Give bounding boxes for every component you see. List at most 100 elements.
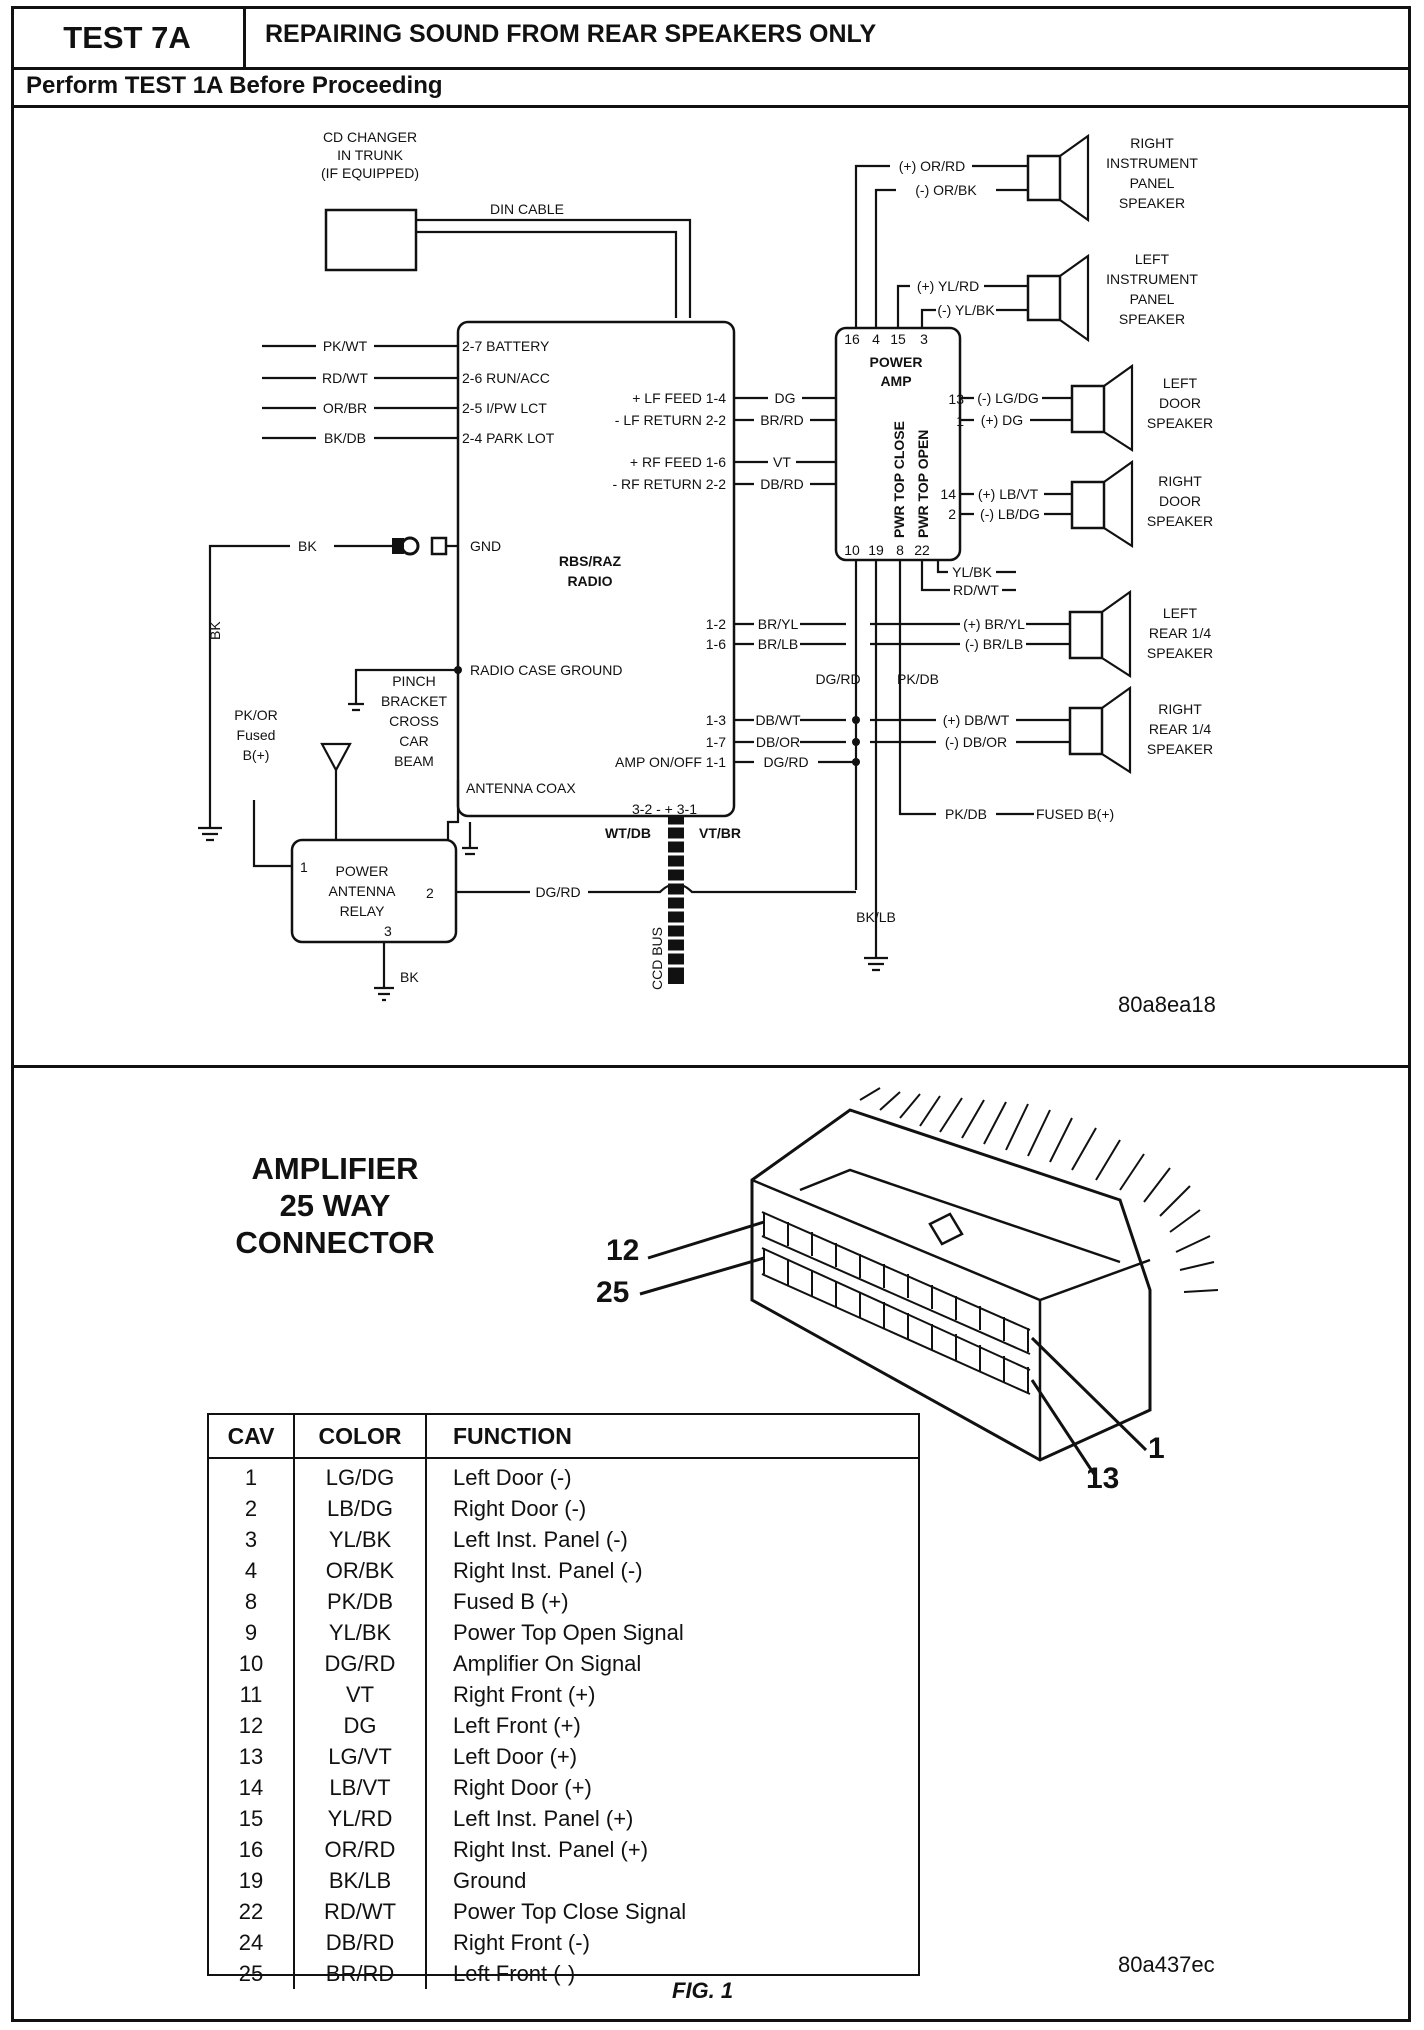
rear-wire-1: BR/LB: [758, 636, 798, 652]
col-cav: CAV: [209, 1415, 295, 1459]
wire-or-bk: (-) OR/BK: [915, 182, 977, 198]
cav-cell: 10: [209, 1648, 295, 1679]
right-rear-label-3: SPEAKER: [1147, 741, 1213, 757]
radio-name-2: RADIO: [567, 573, 612, 589]
table-header-row: CAV COLOR FUNCTION: [209, 1415, 918, 1459]
page-title: REPAIRING SOUND FROM REAR SPEAKERS ONLY: [265, 20, 877, 48]
connector-title: AMPLIFIER 25 WAY CONNECTOR: [205, 1150, 465, 1261]
left-rear-wire-0: (+) BR/YL: [963, 616, 1025, 632]
rear-wire-2: DB/WT: [755, 712, 801, 728]
left-ip-label-2: INSTRUMENT: [1106, 271, 1198, 287]
relay-label-2: ANTENNA: [329, 883, 397, 899]
rear-outputs: 1-2 BR/YL 1-6 BR/LB 1-3 DB/WT 1-7 DB/OR …: [615, 616, 1070, 770]
color-cell: LG/VT: [294, 1741, 427, 1772]
connector-title-1: AMPLIFIER: [251, 1151, 419, 1186]
function-cell: Right Inst. Panel (+): [453, 1837, 649, 1862]
cd-label-2: IN TRUNK: [337, 147, 404, 163]
left-door-wire-1: (+) DG: [981, 412, 1023, 428]
connector-code: 80a437ec: [1118, 1952, 1215, 1977]
amp-top-pin-1: 4: [872, 331, 880, 347]
function-cell: Right Inst. Panel (-): [453, 1558, 643, 1583]
cav-cell: 9: [209, 1617, 295, 1648]
input-pin-0: 2-7 BATTERY: [462, 338, 550, 354]
function-cell: Power Top Open Signal: [453, 1620, 684, 1645]
amp-bottom-pin-2: 8: [896, 542, 904, 558]
header-row: [11, 6, 1411, 70]
cav-cell: 25: [209, 1958, 295, 1989]
amp-bottom-pin-1: 19: [868, 542, 884, 558]
left-rear-wire-1: (-) BR/LB: [965, 636, 1023, 652]
subtitle-row: [11, 70, 1411, 108]
left-door-pin-1: 1: [956, 413, 964, 429]
color-cell: BK/LB: [294, 1865, 427, 1896]
cav-cell: 8: [209, 1586, 295, 1617]
wiring-diagram: CD CHANGER IN TRUNK (IF EQUIPPED) DIN CA…: [198, 129, 1213, 1002]
color-cell: YL/BK: [294, 1524, 427, 1555]
function-cell: Left Front (-): [453, 1961, 576, 1986]
function-cell: Left Inst. Panel (-): [453, 1527, 628, 1552]
radio-inputs: PK/WT 2-7 BATTERY RD/WT 2-6 RUN/ACC OR/B…: [262, 338, 555, 446]
antenna-coax-label: ANTENNA COAX: [466, 780, 576, 796]
color-cell: PK/DB: [294, 1586, 427, 1617]
cav-cell: 1: [209, 1458, 295, 1493]
yl-bk-label: YL/BK: [952, 564, 992, 580]
function-cell: Right Door (+): [453, 1775, 592, 1800]
fused-label-2: Fused: [237, 727, 276, 743]
cav-cell: 15: [209, 1803, 295, 1834]
connector-title-2: 25 WAY: [279, 1188, 391, 1223]
color-cell: YL/BK: [294, 1617, 427, 1648]
rear-pin-0: 1-2: [706, 616, 726, 632]
right-door-label-1: RIGHT: [1158, 473, 1202, 489]
right-rear-wire-0: (+) DB/WT: [943, 712, 1010, 728]
output-pin-3: - RF RETURN 2-2: [612, 476, 726, 492]
cav-cell: 3: [209, 1524, 295, 1555]
relay-pin-2: 2: [426, 885, 434, 901]
din-cable-label: DIN CABLE: [490, 201, 564, 217]
cav-cell: 12: [209, 1710, 295, 1741]
amp-bottom-pin-0: 10: [844, 542, 860, 558]
amp-title-2: AMP: [880, 373, 911, 389]
function-cell: Left Door (-): [453, 1465, 572, 1490]
gnd-wire-label: BK: [298, 538, 317, 554]
relay-label-1: POWER: [336, 863, 389, 879]
output-wire-3: DB/RD: [760, 476, 804, 492]
wire-yl-bk: (-) YL/BK: [937, 302, 995, 318]
dg-rd-label: DG/RD: [815, 671, 860, 687]
rear-pin-3: 1-7: [706, 734, 726, 750]
radio-case-ground-label: RADIO CASE GROUND: [470, 662, 622, 678]
fused-label-1: PK/OR: [234, 707, 278, 723]
cav-cell: 2: [209, 1493, 295, 1524]
color-cell: LB/VT: [294, 1772, 427, 1803]
radio-outputs: + LF FEED 1-4 DG 12 - LF RETURN 2-2 BR/R…: [612, 390, 855, 492]
cav-cell: 13: [209, 1741, 295, 1772]
amp-bottom-pin-3: 22: [914, 542, 930, 558]
rear-wire-3: DB/OR: [756, 734, 800, 750]
radio-case-ground: RADIO CASE GROUND PINCH BRACKET CROSS CA…: [348, 662, 622, 769]
function-cell: Fused B (+): [453, 1589, 569, 1614]
right-ip-label-4: SPEAKER: [1119, 195, 1185, 211]
left-ip-speaker: LEFT INSTRUMENT PANEL SPEAKER: [1026, 251, 1198, 343]
function-cell: Left Door (+): [453, 1744, 578, 1769]
bus-pins-label: 3-2 - + 3-1: [632, 801, 697, 817]
connector-body: [750, 1108, 1152, 1462]
radio-box: [456, 320, 736, 818]
relay-label-3: RELAY: [340, 903, 386, 919]
left-door-wire-0: (-) LG/DG: [977, 390, 1038, 406]
color-cell: RD/WT: [294, 1896, 427, 1927]
vt-br-label: VT/BR: [699, 825, 741, 841]
function-cell: Left Front (+): [453, 1713, 581, 1738]
antenna-relay: ANTENNA COAX POWER ANTENNA RELAY 1 2 3 D…: [234, 707, 856, 1002]
pin-label-1: 1: [1148, 1432, 1165, 1465]
input-wire-2: OR/BR: [323, 400, 367, 416]
left-rear-label-1: LEFT: [1163, 605, 1198, 621]
function-cell: Right Front (-): [453, 1930, 590, 1955]
